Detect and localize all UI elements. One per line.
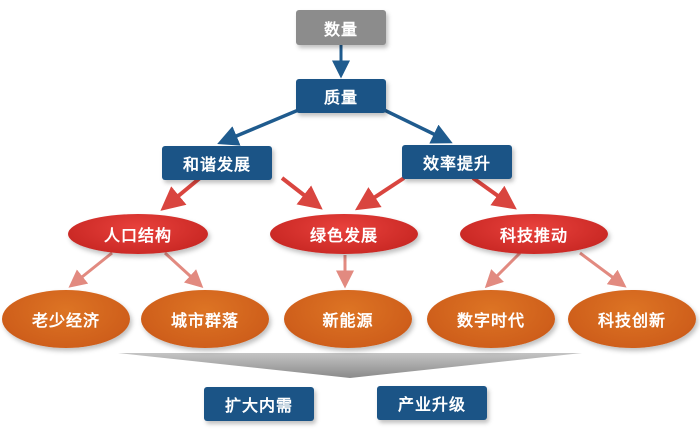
node-quality: 质量 xyxy=(296,79,386,113)
node-harmonious-development: 和谐发展 xyxy=(162,146,272,180)
node-new-energy: 新能源 xyxy=(284,290,412,348)
foundation-bar xyxy=(118,353,582,378)
arrow-tech-to-digital xyxy=(484,251,522,289)
node-urban-clusters: 城市群落 xyxy=(141,290,269,348)
arrow-quality-to-harmony xyxy=(217,104,309,146)
node-expand-domestic-demand: 扩大内需 xyxy=(204,387,314,421)
node-tech-innovation: 科技创新 xyxy=(568,290,696,348)
arrow-harmony-to-green xyxy=(280,176,323,210)
arrow-efficiency-to-tech xyxy=(471,176,517,210)
node-population-structure: 人口结构 xyxy=(68,214,208,254)
arrow-tech-to-innovation xyxy=(579,251,627,288)
node-industrial-upgrade: 产业升级 xyxy=(377,386,487,420)
arrow-efficiency-to-green xyxy=(354,176,406,211)
node-efficiency-improvement: 效率提升 xyxy=(402,145,512,179)
arrow-population-to-urban xyxy=(163,251,204,289)
node-green-development: 绿色发展 xyxy=(270,214,418,254)
node-aging-economy: 老少经济 xyxy=(2,290,130,348)
arrow-quality-to-efficiency xyxy=(375,104,453,144)
node-digital-era: 数字时代 xyxy=(427,290,555,348)
arrow-harmony-to-population xyxy=(160,176,202,211)
node-quantity: 数量 xyxy=(296,10,386,45)
node-tech-driven: 科技推动 xyxy=(460,214,608,254)
arrow-population-to-aging xyxy=(68,251,113,288)
